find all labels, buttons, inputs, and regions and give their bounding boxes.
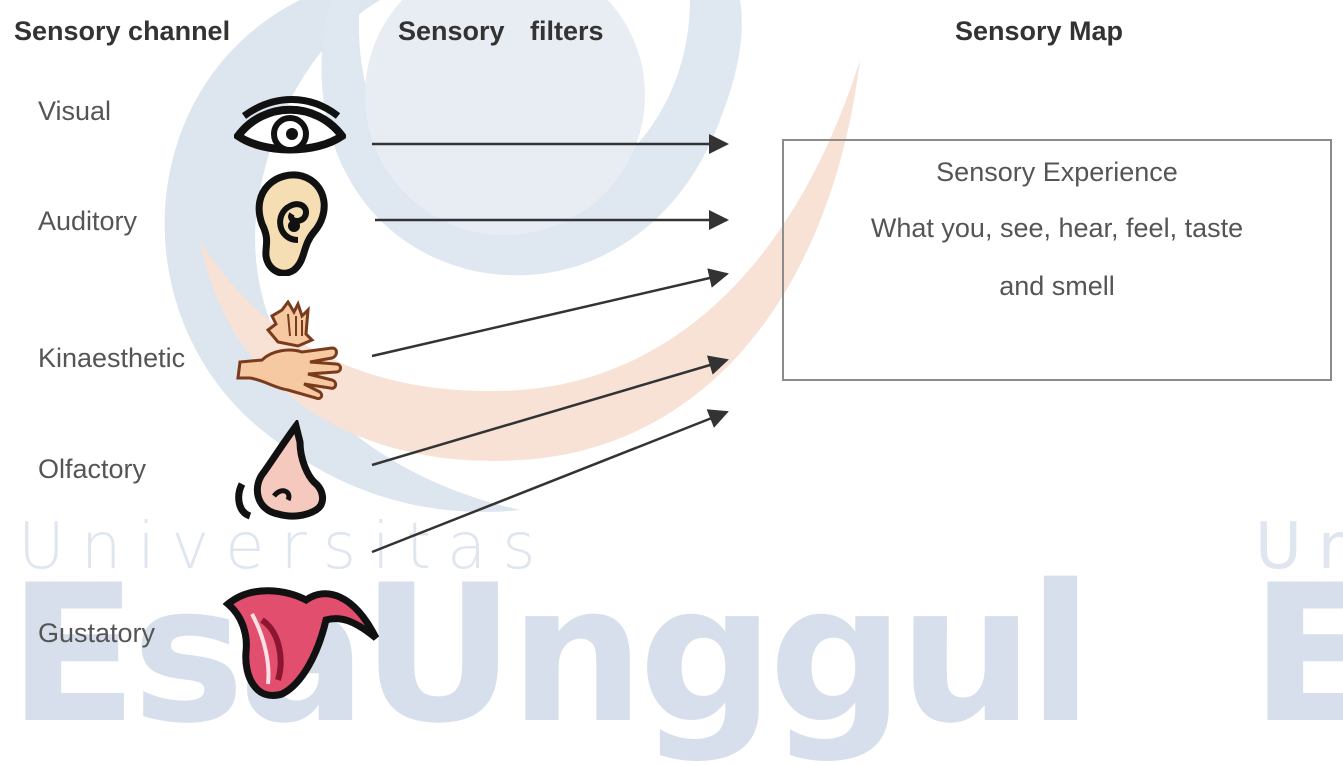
- arrow-gustatory: [372, 412, 727, 552]
- arrow-kinaesthetic: [372, 274, 727, 356]
- diagram: Sensory channel Sensory filters Sensory …: [0, 0, 1343, 702]
- experience-title: Sensory Experience: [784, 157, 1330, 188]
- experience-line-3: and smell: [784, 271, 1330, 302]
- arrow-olfactory: [372, 360, 727, 465]
- experience-line-2: What you, see, hear, feel, taste: [784, 213, 1330, 244]
- sensory-experience-box: Sensory Experience What you, see, hear, …: [782, 139, 1332, 381]
